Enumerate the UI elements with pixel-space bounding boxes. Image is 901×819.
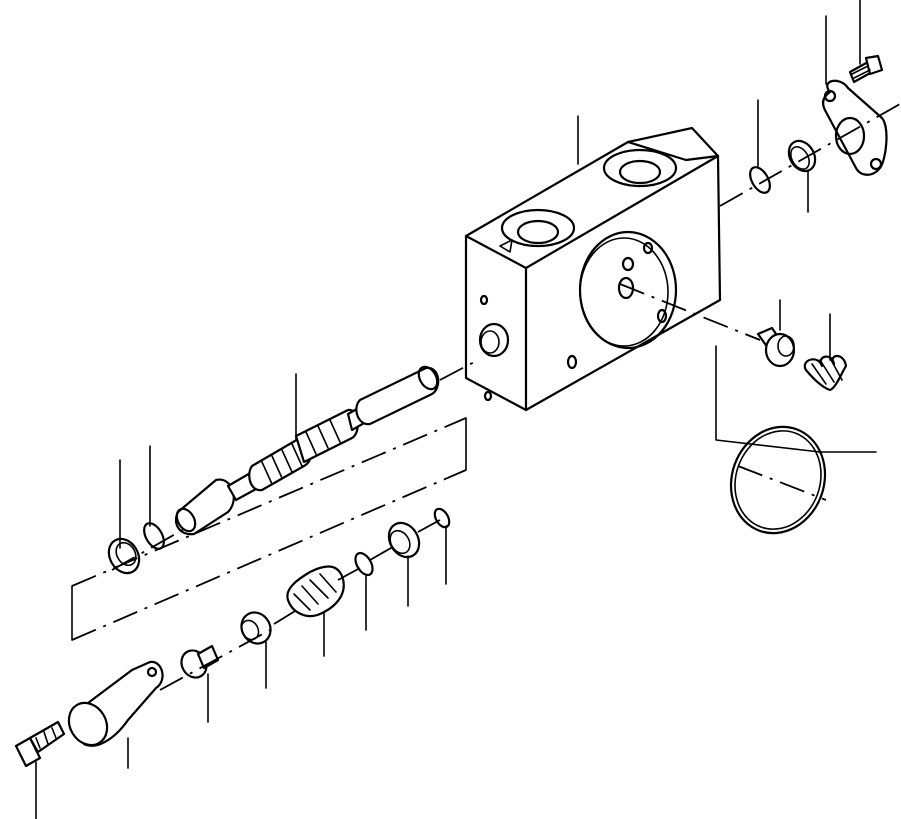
o-ring-right <box>749 166 771 194</box>
retainer <box>387 521 421 559</box>
spring-right <box>803 354 848 392</box>
spool <box>174 365 440 536</box>
spring-lower <box>286 565 345 618</box>
o-ring-small <box>433 507 451 529</box>
poppet <box>756 326 796 368</box>
seal-left <box>107 537 141 575</box>
socket-bolt <box>14 720 66 768</box>
o-ring-large <box>729 425 827 535</box>
center-lines <box>71 103 901 691</box>
cover-plate <box>821 79 888 176</box>
spring-seat <box>240 611 272 645</box>
cap <box>67 660 164 747</box>
leader-lines <box>35 0 877 819</box>
stopper <box>180 644 220 679</box>
seal-right <box>787 139 817 173</box>
cover-bolt <box>848 54 884 84</box>
snap-ring <box>354 551 374 577</box>
valve-body <box>464 126 722 412</box>
